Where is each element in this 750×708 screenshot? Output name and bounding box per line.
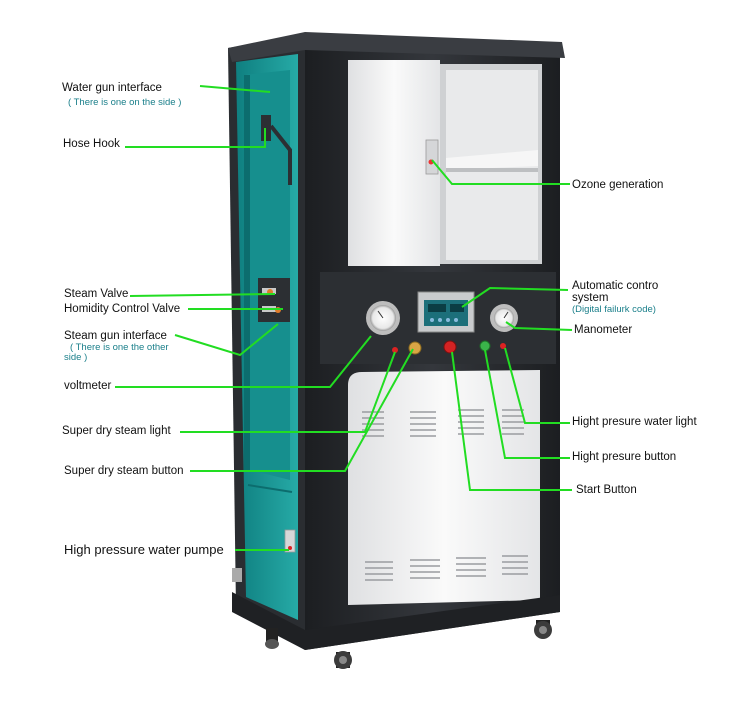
note-steam-gun-interface-1: ( There is one the other xyxy=(70,342,169,353)
label-hose-hook: Hose Hook xyxy=(63,138,120,150)
label-ozone-generation: Ozone generation xyxy=(572,179,664,191)
label-water-gun-interface: Water gun interface xyxy=(62,82,162,94)
lower-door xyxy=(348,370,540,605)
label-automatic-control-2: system xyxy=(572,292,609,304)
label-high-pressure-button: Hight presure button xyxy=(572,451,677,463)
note-automatic-control: (Digital failurk code) xyxy=(572,304,656,315)
label-high-pressure-water-light: Hight presure water light xyxy=(572,416,697,428)
note-steam-gun-interface-2: side ) xyxy=(64,352,88,363)
label-humidity-control-valve: Homidity Control Valve xyxy=(64,303,181,315)
upper-compartment xyxy=(348,60,542,266)
label-steam-gun-interface: Steam gun interface xyxy=(64,330,167,342)
label-start-button: Start Button xyxy=(576,484,637,496)
label-steam-valve: Steam Valve xyxy=(64,288,129,300)
label-high-pressure-water-pump: High pressure water pumpe xyxy=(64,542,224,557)
cabinet-side xyxy=(228,35,305,650)
label-super-dry-steam-button: Super dry steam button xyxy=(64,465,184,477)
label-super-dry-steam-light: Super dry steam light xyxy=(62,425,171,437)
leader-lines xyxy=(115,85,573,551)
note-water-gun-interface: ( There is one on the side ) xyxy=(68,97,182,108)
control-strip xyxy=(320,272,556,364)
label-automatic-control-1: Automatic contro xyxy=(572,280,659,292)
label-manometer: Manometer xyxy=(574,324,633,336)
label-voltmeter: voltmeter xyxy=(64,380,112,392)
cabinet-base xyxy=(232,568,560,669)
